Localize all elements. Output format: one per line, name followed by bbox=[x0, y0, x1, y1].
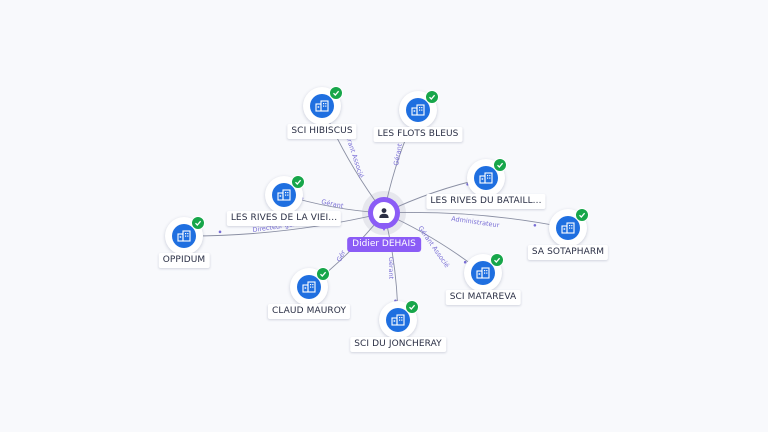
building-icon bbox=[471, 261, 495, 285]
edge-label-claud-mauroy: Gér bbox=[335, 249, 347, 263]
edge-label-les-flots-bleus: Gérant bbox=[392, 143, 404, 167]
company-label-sci-matareva[interactable]: SCI MATAREVA bbox=[445, 290, 521, 305]
person-icon bbox=[373, 202, 395, 224]
company-node-les-rives-de-la-viei[interactable] bbox=[265, 175, 305, 214]
verified-check-icon bbox=[405, 300, 419, 314]
company-node-claud-mauroy[interactable] bbox=[290, 267, 330, 306]
building-icon bbox=[556, 216, 580, 240]
company-label-les-flots-bleus[interactable]: LES FLOTS BLEUS bbox=[373, 127, 463, 142]
edge-sa-sotapharm bbox=[383, 211, 569, 229]
company-label-sa-sotapharm[interactable]: SA SOTAPHARM bbox=[527, 245, 609, 260]
company-label-les-rives-du-bataill[interactable]: LES RIVES DU BATAILL... bbox=[426, 194, 546, 209]
building-icon bbox=[406, 98, 430, 122]
verified-check-icon bbox=[425, 90, 439, 104]
company-node-sa-sotapharm[interactable] bbox=[549, 208, 589, 247]
company-label-claud-mauroy[interactable]: CLAUD MAUROY bbox=[267, 304, 351, 319]
company-node-sci-du-joncheray[interactable] bbox=[379, 300, 419, 339]
company-label-sci-hibiscus[interactable]: SCI HIBISCUS bbox=[287, 124, 357, 139]
company-node-les-rives-du-bataill[interactable] bbox=[467, 158, 507, 197]
edge-arrow-oppidum bbox=[218, 230, 222, 234]
building-icon bbox=[386, 308, 410, 332]
building-icon bbox=[272, 183, 296, 207]
center-person-label[interactable]: Didier DEHAIS bbox=[347, 237, 421, 252]
center-node-pin-tip bbox=[379, 223, 389, 231]
building-icon bbox=[310, 94, 334, 118]
company-node-les-flots-bleus[interactable] bbox=[399, 90, 439, 129]
building-icon bbox=[297, 275, 321, 299]
company-node-sci-hibiscus[interactable] bbox=[303, 86, 343, 125]
verified-check-icon bbox=[329, 86, 343, 100]
edge-oppidum bbox=[183, 212, 385, 237]
verified-check-icon bbox=[291, 175, 305, 189]
building-icon bbox=[474, 166, 498, 190]
verified-check-icon bbox=[575, 208, 589, 222]
company-node-oppidum[interactable] bbox=[165, 216, 205, 255]
company-label-sci-du-joncheray[interactable]: SCI DU JONCHERAY bbox=[350, 337, 446, 352]
verified-check-icon bbox=[490, 253, 504, 267]
verified-check-icon bbox=[191, 216, 205, 230]
edge-label-les-rives-de-la-viei: Gérant bbox=[321, 198, 345, 211]
company-node-sci-matareva[interactable] bbox=[464, 253, 504, 292]
verified-check-icon bbox=[493, 158, 507, 172]
company-label-oppidum[interactable]: OPPIDUM bbox=[158, 253, 210, 268]
building-icon bbox=[172, 224, 196, 248]
edge-arrow-sa-sotapharm bbox=[533, 224, 537, 227]
verified-check-icon bbox=[316, 267, 330, 281]
center-person-node[interactable] bbox=[362, 191, 406, 235]
edge-label-sci-du-joncheray: Gérant bbox=[387, 257, 395, 280]
company-label-les-rives-de-la-viei[interactable]: LES RIVES DE LA VIEI... bbox=[226, 211, 342, 226]
